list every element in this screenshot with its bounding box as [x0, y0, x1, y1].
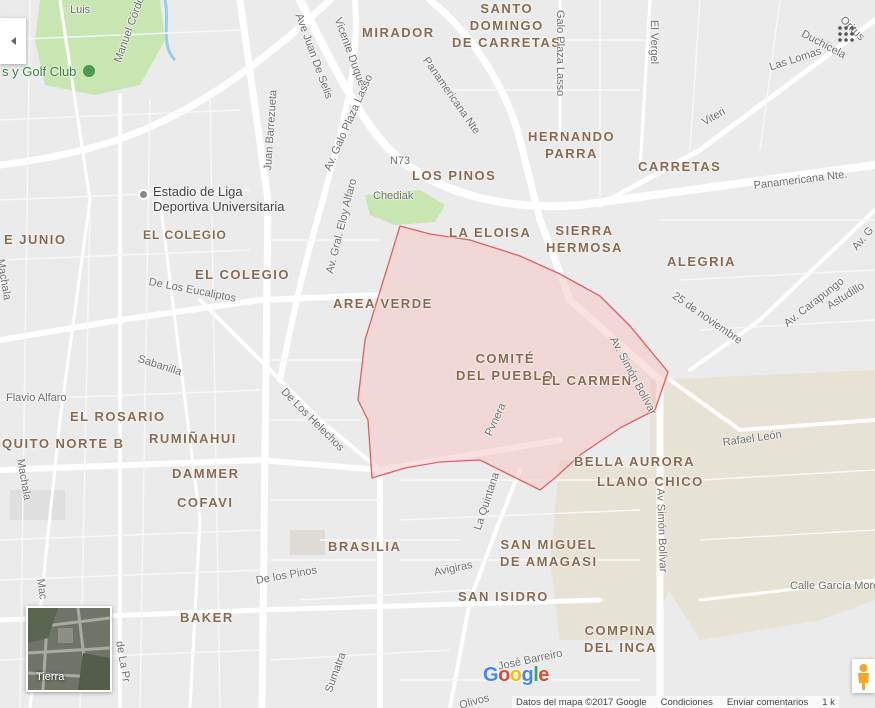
label-brasilia: BRASILIA [328, 539, 402, 554]
label-cofavi: COFAVI [177, 495, 234, 510]
label-sierra-hermosa: SIERRA HERMOSA [546, 223, 623, 255]
label-area-verde: AREA VERDE [333, 296, 433, 311]
river [163, 0, 177, 62]
google-logo: Google [483, 664, 549, 686]
park-golf-club [35, 0, 165, 95]
feedback-link[interactable]: Enviar comentarios [726, 696, 809, 708]
poi-golf-club[interactable]: s y Golf Club [2, 64, 96, 79]
map-data-attribution: Datos del mapa ©2017 Google [516, 696, 647, 708]
label-dammer: DAMMER [172, 466, 240, 481]
map-footer: Datos del mapa ©2017 Google Condiciones … [512, 696, 839, 708]
golf-icon [83, 65, 96, 77]
place-icon [138, 189, 149, 200]
label-el-rosario: EL ROSARIO [70, 409, 166, 424]
label-mirador: MIRADOR [362, 25, 435, 40]
estadio-label: Estadio de Liga Deportiva Universitaria [153, 184, 285, 214]
satellite-thumbnail [28, 608, 110, 690]
street-el-vergel: El Vergel [648, 20, 660, 65]
label-san-miguel-de-amagasi: SAN MIGUEL DE AMAGASI [500, 537, 598, 569]
street-view-pegman[interactable] [852, 659, 875, 693]
street-calle-garcia-moreno: Calle García More [790, 580, 875, 592]
street-galo-plaza-lasso-top: Galo Plaza Lasso [554, 10, 566, 97]
label-e-junio: E JUNIO [4, 232, 67, 247]
street-luis: Luis [70, 4, 91, 16]
label-hernando-parra: HERNANDO PARRA [528, 129, 616, 161]
label-el-colegio-small: EL COLEGIO [143, 228, 227, 242]
park-chediak [365, 190, 445, 225]
poi-estadio[interactable]: Estadio de Liga Deportiva Universitaria [138, 184, 285, 214]
pegman-icon [858, 664, 869, 690]
label-el-carmen: EL CARMEN [542, 373, 633, 388]
street-chediak: Chediak [373, 190, 414, 202]
street-flavio-alfaro: Flavio Alfaro [6, 392, 67, 404]
scale-label: 1 k [822, 696, 835, 708]
street-n73: N73 [390, 155, 411, 167]
label-san-isidro: SAN ISIDRO [458, 589, 549, 604]
label-quito-norte-b: QUITO NORTE B [2, 436, 125, 451]
golf-club-label: s y Golf Club [2, 64, 77, 79]
terrain-ravine [650, 370, 875, 640]
label-baker: BAKER [180, 610, 234, 625]
collapse-panel-button[interactable] [0, 18, 26, 64]
tierra-label: Tierra [36, 671, 65, 683]
label-la-eloisa: LA ELOISA [449, 225, 532, 240]
label-los-pinos: LOS PINOS [412, 168, 497, 183]
label-bella-aurora: BELLA AURORA [574, 454, 696, 469]
terms-link[interactable]: Condiciones [660, 696, 713, 708]
grid-icon [838, 26, 854, 42]
label-ruminahui: RUMIÑAHUI [149, 431, 237, 446]
label-compina-del-inca: COMPINA DEL INCA [584, 623, 658, 655]
apps-grid-button[interactable] [836, 24, 856, 44]
label-comite-del-pueblo: COMITÉ DEL PUEBLO [456, 351, 555, 383]
terrain-ravine-2 [550, 460, 680, 640]
building-block [290, 530, 325, 555]
chevron-left-icon [10, 37, 16, 45]
label-santo-domingo: SANTO DOMINGO DE CARRETAS [452, 1, 562, 50]
satellite-view-toggle[interactable]: Tierra [26, 606, 112, 692]
label-llano-chico: LLANO CHICO [597, 474, 704, 489]
label-alegria: ALEGRIA [667, 254, 736, 269]
building-block-2 [10, 490, 65, 520]
label-el-colegio: EL COLEGIO [195, 267, 290, 282]
highlighted-area-polygon [357, 225, 669, 491]
label-carretas: CARRETAS [638, 159, 722, 174]
